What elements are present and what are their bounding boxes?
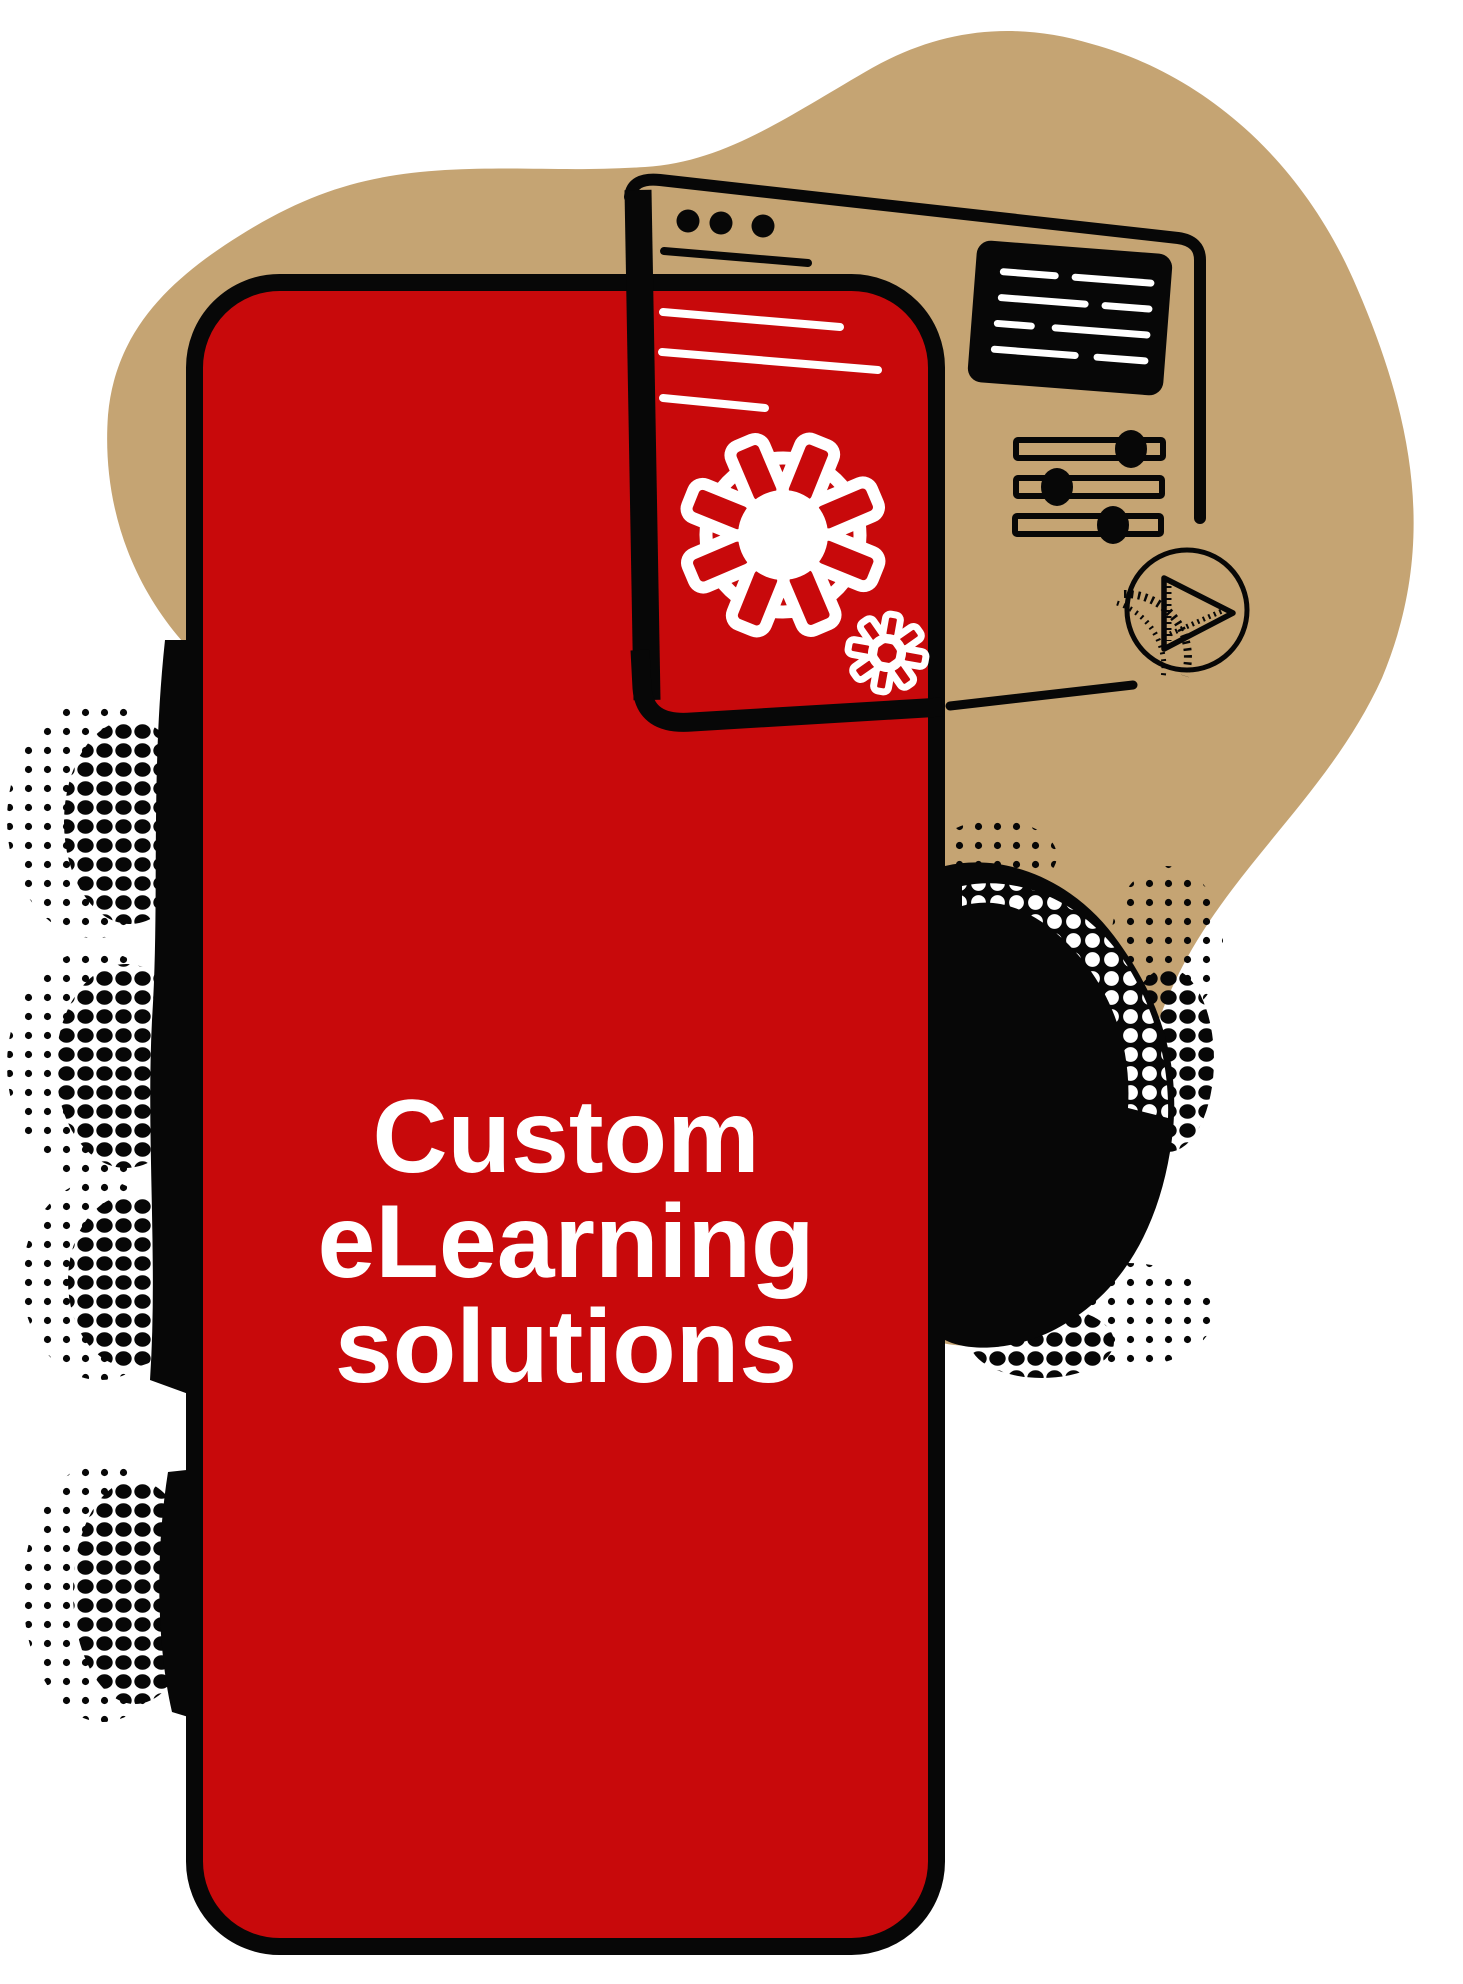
- halftone-right: [933, 820, 1223, 1378]
- window-dot: [709, 211, 733, 235]
- play-triangle: [1161, 575, 1236, 652]
- slider-track: [1012, 513, 1164, 537]
- slider-knob: [1041, 468, 1073, 506]
- headline-line-1: Custom: [372, 1079, 759, 1195]
- window-top-edge: [624, 173, 1206, 524]
- halftone-inverse-band: [962, 883, 1169, 1118]
- screen-line: [658, 348, 882, 374]
- small-gear-icon: [844, 610, 930, 696]
- coin-edge-hatch: [1123, 589, 1192, 678]
- headline-line-3: solutions: [335, 1289, 797, 1405]
- window-dot: [751, 214, 775, 238]
- slider-track: [1013, 475, 1165, 499]
- window-dot: [676, 209, 700, 233]
- slider-track: [1013, 437, 1166, 461]
- slider-knob: [1097, 506, 1129, 544]
- code-panel-body: [967, 240, 1173, 396]
- play-button-icon: [1116, 547, 1250, 679]
- window-bottom-line: [945, 680, 1138, 711]
- code-panel-icon: [967, 240, 1173, 396]
- gear-hub: [738, 490, 828, 580]
- phone: [186, 274, 945, 1955]
- sliders-icon: [1012, 430, 1166, 544]
- gear-hub-ring: [868, 634, 906, 672]
- window-dots-icon: [676, 209, 775, 238]
- headline: Custom eLearning solutions: [318, 1079, 815, 1405]
- slider-knob: [1115, 430, 1147, 468]
- gear-icon: [680, 432, 886, 638]
- code-panel-lines: [990, 268, 1155, 365]
- phone-screen-content: [658, 308, 930, 696]
- headline-line-2: eLearning: [318, 1184, 815, 1300]
- browser-window: [624, 173, 1250, 732]
- window-bottom-edge: [630, 649, 943, 732]
- halftone-left: [7, 640, 205, 1722]
- address-line: [660, 247, 812, 267]
- screen-line: [659, 308, 844, 331]
- screen-line: [659, 394, 769, 412]
- screen-text-lines: [658, 308, 882, 412]
- coin-edge-hatch-2: [1116, 600, 1167, 679]
- window-left-edge: [624, 189, 661, 701]
